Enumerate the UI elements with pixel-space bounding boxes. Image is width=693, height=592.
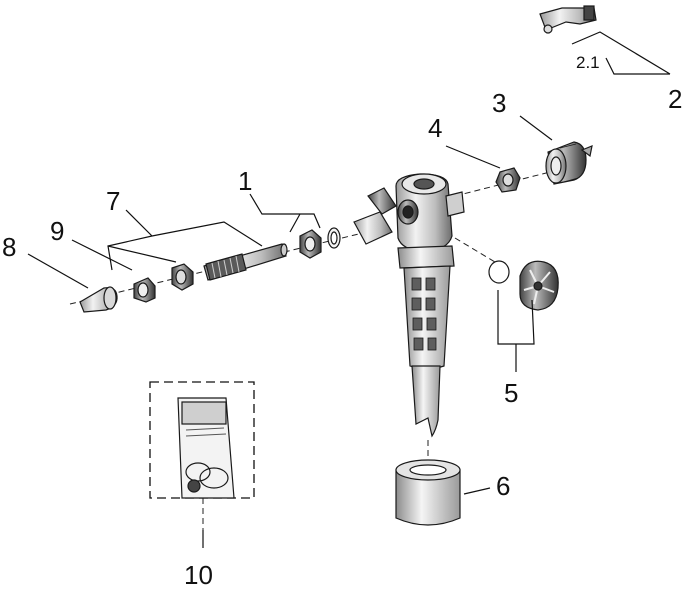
callout-2-1: 2.1: [576, 53, 600, 72]
leader-lines: [27, 31, 671, 548]
part-1-nut-washer: [299, 227, 341, 259]
callout-2: 2: [668, 84, 682, 114]
callout-10: 10: [184, 560, 213, 590]
callout-3: 3: [492, 88, 506, 118]
callout-9: 9: [50, 216, 64, 246]
part-4-valve-cap: [495, 167, 521, 193]
part-3-knurled-cap: [545, 141, 593, 185]
callout-7: 7: [106, 186, 120, 216]
callout-8: 8: [2, 232, 16, 262]
callout-5: 5: [504, 378, 518, 408]
callout-4: 4: [428, 113, 442, 143]
callout-1: 1: [238, 166, 252, 196]
part-2-clip: [539, 5, 597, 34]
callout-6: 6: [496, 471, 510, 501]
assembly-axis-right: [454, 171, 551, 197]
part-10-service-kit: [149, 381, 255, 499]
part-8-nozzle: [79, 286, 118, 313]
valve-body: [353, 173, 465, 438]
assembly-axis-left: [69, 229, 376, 305]
part-7-threaded-rod: [171, 243, 288, 291]
part-6-cylinder: [395, 459, 461, 526]
part-5-float-assembly: [488, 260, 559, 311]
part-9-nut: [133, 277, 156, 303]
assembly-axis-lower: [454, 237, 496, 263]
